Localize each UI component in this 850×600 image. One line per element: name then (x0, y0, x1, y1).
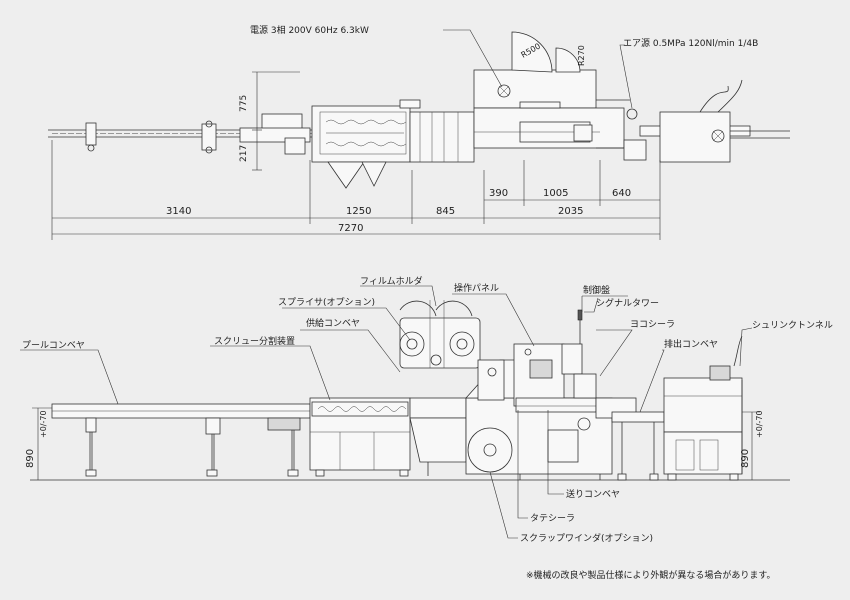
supply-conveyor (409, 397, 467, 476)
top-view: R500 R270 電源 3相 200V 60Hz 6.3kW エア源 0.5M… (48, 24, 790, 240)
film-holder (399, 300, 481, 369)
label-long-sealer: タテシーラ (530, 513, 575, 524)
label-pool-conveyor: プールコンベヤ (22, 340, 85, 351)
dim-7270: 7270 (338, 223, 363, 234)
height-right-tolerance: +0/-70 (755, 410, 764, 438)
operation-panel-screen[interactable] (529, 359, 553, 379)
label-feed-conveyor: 送りコンベヤ (566, 488, 620, 500)
label-screw-divider: スクリュー分割装置 (214, 335, 295, 347)
label-operation-panel: 操作パネル (454, 282, 499, 294)
screw-divider-top (311, 105, 411, 189)
height-right: 890 (740, 449, 751, 468)
dim-640: 640 (612, 188, 631, 199)
dim-845: 845 (436, 206, 455, 217)
wrapper-body-top (473, 69, 630, 149)
conveyor-fixture-2 (201, 120, 217, 154)
label-control-panel: 制御盤 (583, 284, 610, 296)
conveyor-fixture-1 (85, 122, 97, 152)
callout-leaders (20, 285, 753, 539)
screw-divider (309, 397, 411, 477)
footnote: ※機械の改良や製品仕様により外観が異なる場合があります。 (526, 569, 775, 581)
shrink-tunnel-top (659, 111, 731, 163)
height-left-tolerance: +0/-70 (39, 410, 48, 438)
label-splicer: スプライサ(オプション) (278, 297, 375, 308)
dim-775: 775 (239, 95, 249, 112)
label-end-sealer: ヨコシーラ (630, 319, 675, 330)
pool-conveyor (51, 403, 311, 477)
height-left: 890 (25, 449, 36, 468)
radius-label-2: R270 (577, 45, 586, 66)
discharge-conveyor (611, 411, 665, 481)
label-film-holder: フィルムホルダ (360, 275, 423, 287)
label-supply-conveyor: 供給コンベヤ (306, 317, 360, 329)
power-spec-label: 電源 3相 200V 60Hz 6.3kW (250, 24, 369, 36)
label-discharge-conveyor: 排出コンベヤ (664, 338, 718, 350)
label-scrap-winder: スクラップワインダ(オプション) (520, 532, 653, 544)
dim-1250: 1250 (346, 206, 371, 217)
dim-2035: 2035 (558, 206, 583, 217)
wrapper-main (465, 309, 637, 480)
film-roll-fans: R500 R270 (511, 31, 586, 73)
dim-1005: 1005 (543, 188, 568, 199)
shrink-tunnel (663, 335, 743, 481)
front-view: 890 +0/-70 890 +0/-70 フィルムホルダ 操作パネル (20, 275, 833, 544)
dim-3140: 3140 (166, 206, 191, 217)
supply-section-top (409, 111, 475, 163)
air-inlet-icon (626, 108, 638, 120)
dim-390: 390 (489, 188, 508, 199)
dim-217: 217 (239, 145, 249, 162)
label-shrink-tunnel: シュリンクトンネル (752, 320, 833, 331)
signal-tower-icon (577, 309, 583, 321)
label-signal-tower: シグナルタワー (596, 297, 659, 309)
air-spec-label: エア源 0.5MPa 120Nl/min 1/4B (623, 38, 758, 49)
